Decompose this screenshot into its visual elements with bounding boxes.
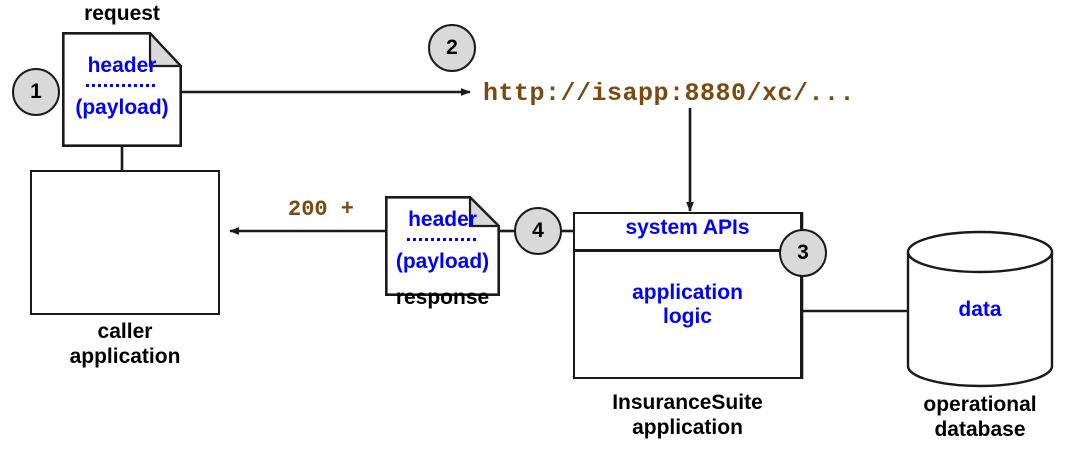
response-header-label: header (408, 208, 477, 231)
operational-database-caption: operational database (923, 393, 1037, 441)
insurancesuite-band-divider (573, 249, 802, 252)
operational-database[interactable]: data (906, 230, 1054, 388)
response-document[interactable]: header (payload) (385, 196, 500, 296)
request-header-label: header (87, 54, 157, 77)
response-caption: response (395, 286, 490, 309)
step-circle-1[interactable]: 1 (12, 68, 60, 116)
caller-application-label: caller application (69, 320, 181, 368)
step-circle-3[interactable]: 3 (779, 229, 827, 277)
request-separator-dots (86, 84, 158, 87)
url-label: http://isapp:8880/xc/... (483, 79, 856, 108)
request-document[interactable]: header (payload) (62, 32, 182, 147)
database-cylinder-shape (906, 230, 1054, 388)
status-code-label: 200 + (288, 197, 355, 222)
application-logic-label: application logic (632, 281, 743, 329)
request-payload-label: (payload) (75, 96, 169, 119)
step-circle-4[interactable]: 4 (514, 207, 562, 255)
step-circle-2[interactable]: 2 (428, 24, 476, 72)
insurancesuite-caption: InsuranceSuite application (612, 391, 763, 439)
request-caption: request (84, 2, 160, 25)
response-payload-label: (payload) (395, 250, 490, 273)
response-document-shape (385, 196, 500, 296)
database-data-label: data (958, 298, 1002, 321)
insurancesuite-box[interactable] (573, 212, 802, 379)
response-separator-dots (407, 238, 477, 241)
system-apis-label: system APIs (625, 216, 750, 239)
request-document-shape (62, 32, 182, 147)
caller-application-box[interactable] (30, 170, 220, 315)
